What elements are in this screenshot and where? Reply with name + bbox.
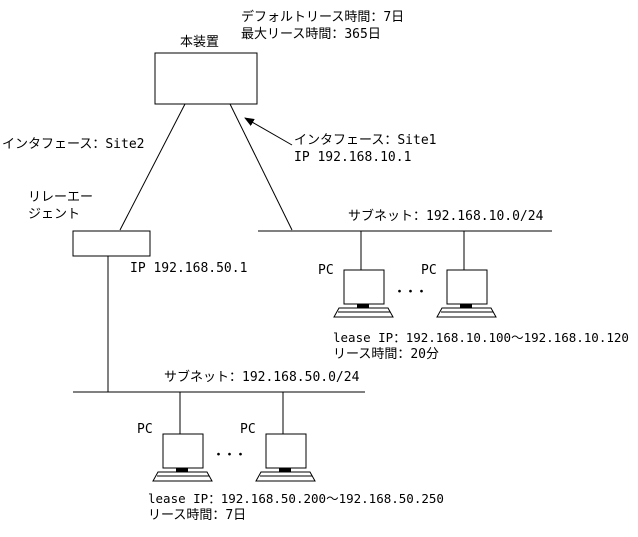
subnet1-ellipsis: ・・・ (393, 285, 428, 300)
subnet2-pc2-label: PC (240, 422, 256, 437)
subnet1-lease-ip: lease IP：192.168.10.100～192.168.10.120 (333, 330, 629, 345)
link-site2 (119, 103, 186, 231)
default-lease-label: デフォルトリース時間：7日 (241, 10, 405, 25)
site1-arrow (244, 117, 293, 146)
relay-ip-label: IP 192.168.50.1 (130, 261, 248, 276)
site1-interface-label: インタフェース：Site1 (294, 133, 437, 148)
pc-icon (333, 269, 394, 318)
subnet2-ellipsis: ・・・ (212, 448, 247, 463)
pc-icon (152, 433, 213, 482)
subnet2-pc1-label: PC (137, 422, 153, 437)
subnet1-pc2-label: PC (421, 263, 437, 278)
link-site1 (229, 103, 293, 231)
subnet1-lease-time: リース時間：20分 (333, 347, 440, 362)
subnet1-pc1-label: PC (318, 263, 334, 278)
subnet2-lease-time: リース時間：7日 (148, 508, 247, 523)
site1-ip-label: IP 192.168.10.1 (294, 150, 412, 165)
pc-icon (255, 433, 316, 482)
relay-name-line1: リレーエー (28, 190, 94, 205)
device-box (154, 52, 258, 105)
relay-agent-box (72, 230, 151, 257)
max-lease-label: 最大リース時間：365日 (241, 27, 381, 42)
subnet2-label: サブネット：192.168.50.0/24 (164, 370, 360, 385)
device-name-label: 本装置 (180, 35, 220, 50)
subnet2-lease-ip: lease IP：192.168.50.200～192.168.50.250 (148, 491, 444, 506)
site2-interface-label: インタフェース：Site2 (2, 137, 145, 152)
subnet1-label: サブネット：192.168.10.0/24 (348, 209, 544, 224)
pc-icon (436, 269, 497, 318)
relay-name-line2: ジェント (28, 207, 81, 222)
